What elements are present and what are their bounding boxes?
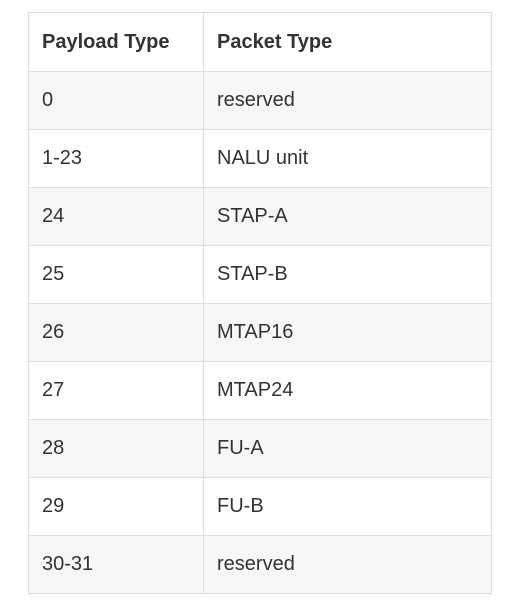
table-row: 28 FU-A: [28, 419, 492, 478]
payload-type-table: Payload Type Packet Type 0 reserved 1-23…: [28, 12, 492, 594]
payload-type-cell: 30-31: [28, 535, 204, 594]
header-payload-type: Payload Type: [28, 12, 204, 72]
packet-type-cell: STAP-B: [203, 245, 492, 304]
table-row: 0 reserved: [28, 71, 492, 130]
table-row: 24 STAP-A: [28, 187, 492, 246]
table-row: 1-23 NALU unit: [28, 129, 492, 188]
packet-type-cell: STAP-A: [203, 187, 492, 246]
packet-type-cell: reserved: [203, 535, 492, 594]
packet-type-cell: FU-A: [203, 419, 492, 478]
payload-type-cell: 1-23: [28, 129, 204, 188]
payload-type-cell: 26: [28, 303, 204, 362]
table-row: 30-31 reserved: [28, 535, 492, 594]
table-row: 26 MTAP16: [28, 303, 492, 362]
table-row: 27 MTAP24: [28, 361, 492, 420]
table-row: 25 STAP-B: [28, 245, 492, 304]
payload-type-cell: 0: [28, 71, 204, 130]
packet-type-cell: MTAP24: [203, 361, 492, 420]
payload-type-cell: 24: [28, 187, 204, 246]
packet-type-cell: NALU unit: [203, 129, 492, 188]
payload-type-cell: 25: [28, 245, 204, 304]
table-header: Payload Type Packet Type: [28, 12, 492, 72]
packet-type-cell: reserved: [203, 71, 492, 130]
table-body: 0 reserved 1-23 NALU unit 24 STAP-A 25 S…: [28, 71, 492, 594]
payload-type-table-container: Payload Type Packet Type 0 reserved 1-23…: [28, 12, 492, 594]
table-row: 29 FU-B: [28, 477, 492, 536]
payload-type-cell: 27: [28, 361, 204, 420]
payload-type-cell: 29: [28, 477, 204, 536]
packet-type-cell: FU-B: [203, 477, 492, 536]
header-packet-type: Packet Type: [203, 12, 492, 72]
packet-type-cell: MTAP16: [203, 303, 492, 362]
payload-type-cell: 28: [28, 419, 204, 478]
header-row: Payload Type Packet Type: [28, 12, 492, 72]
